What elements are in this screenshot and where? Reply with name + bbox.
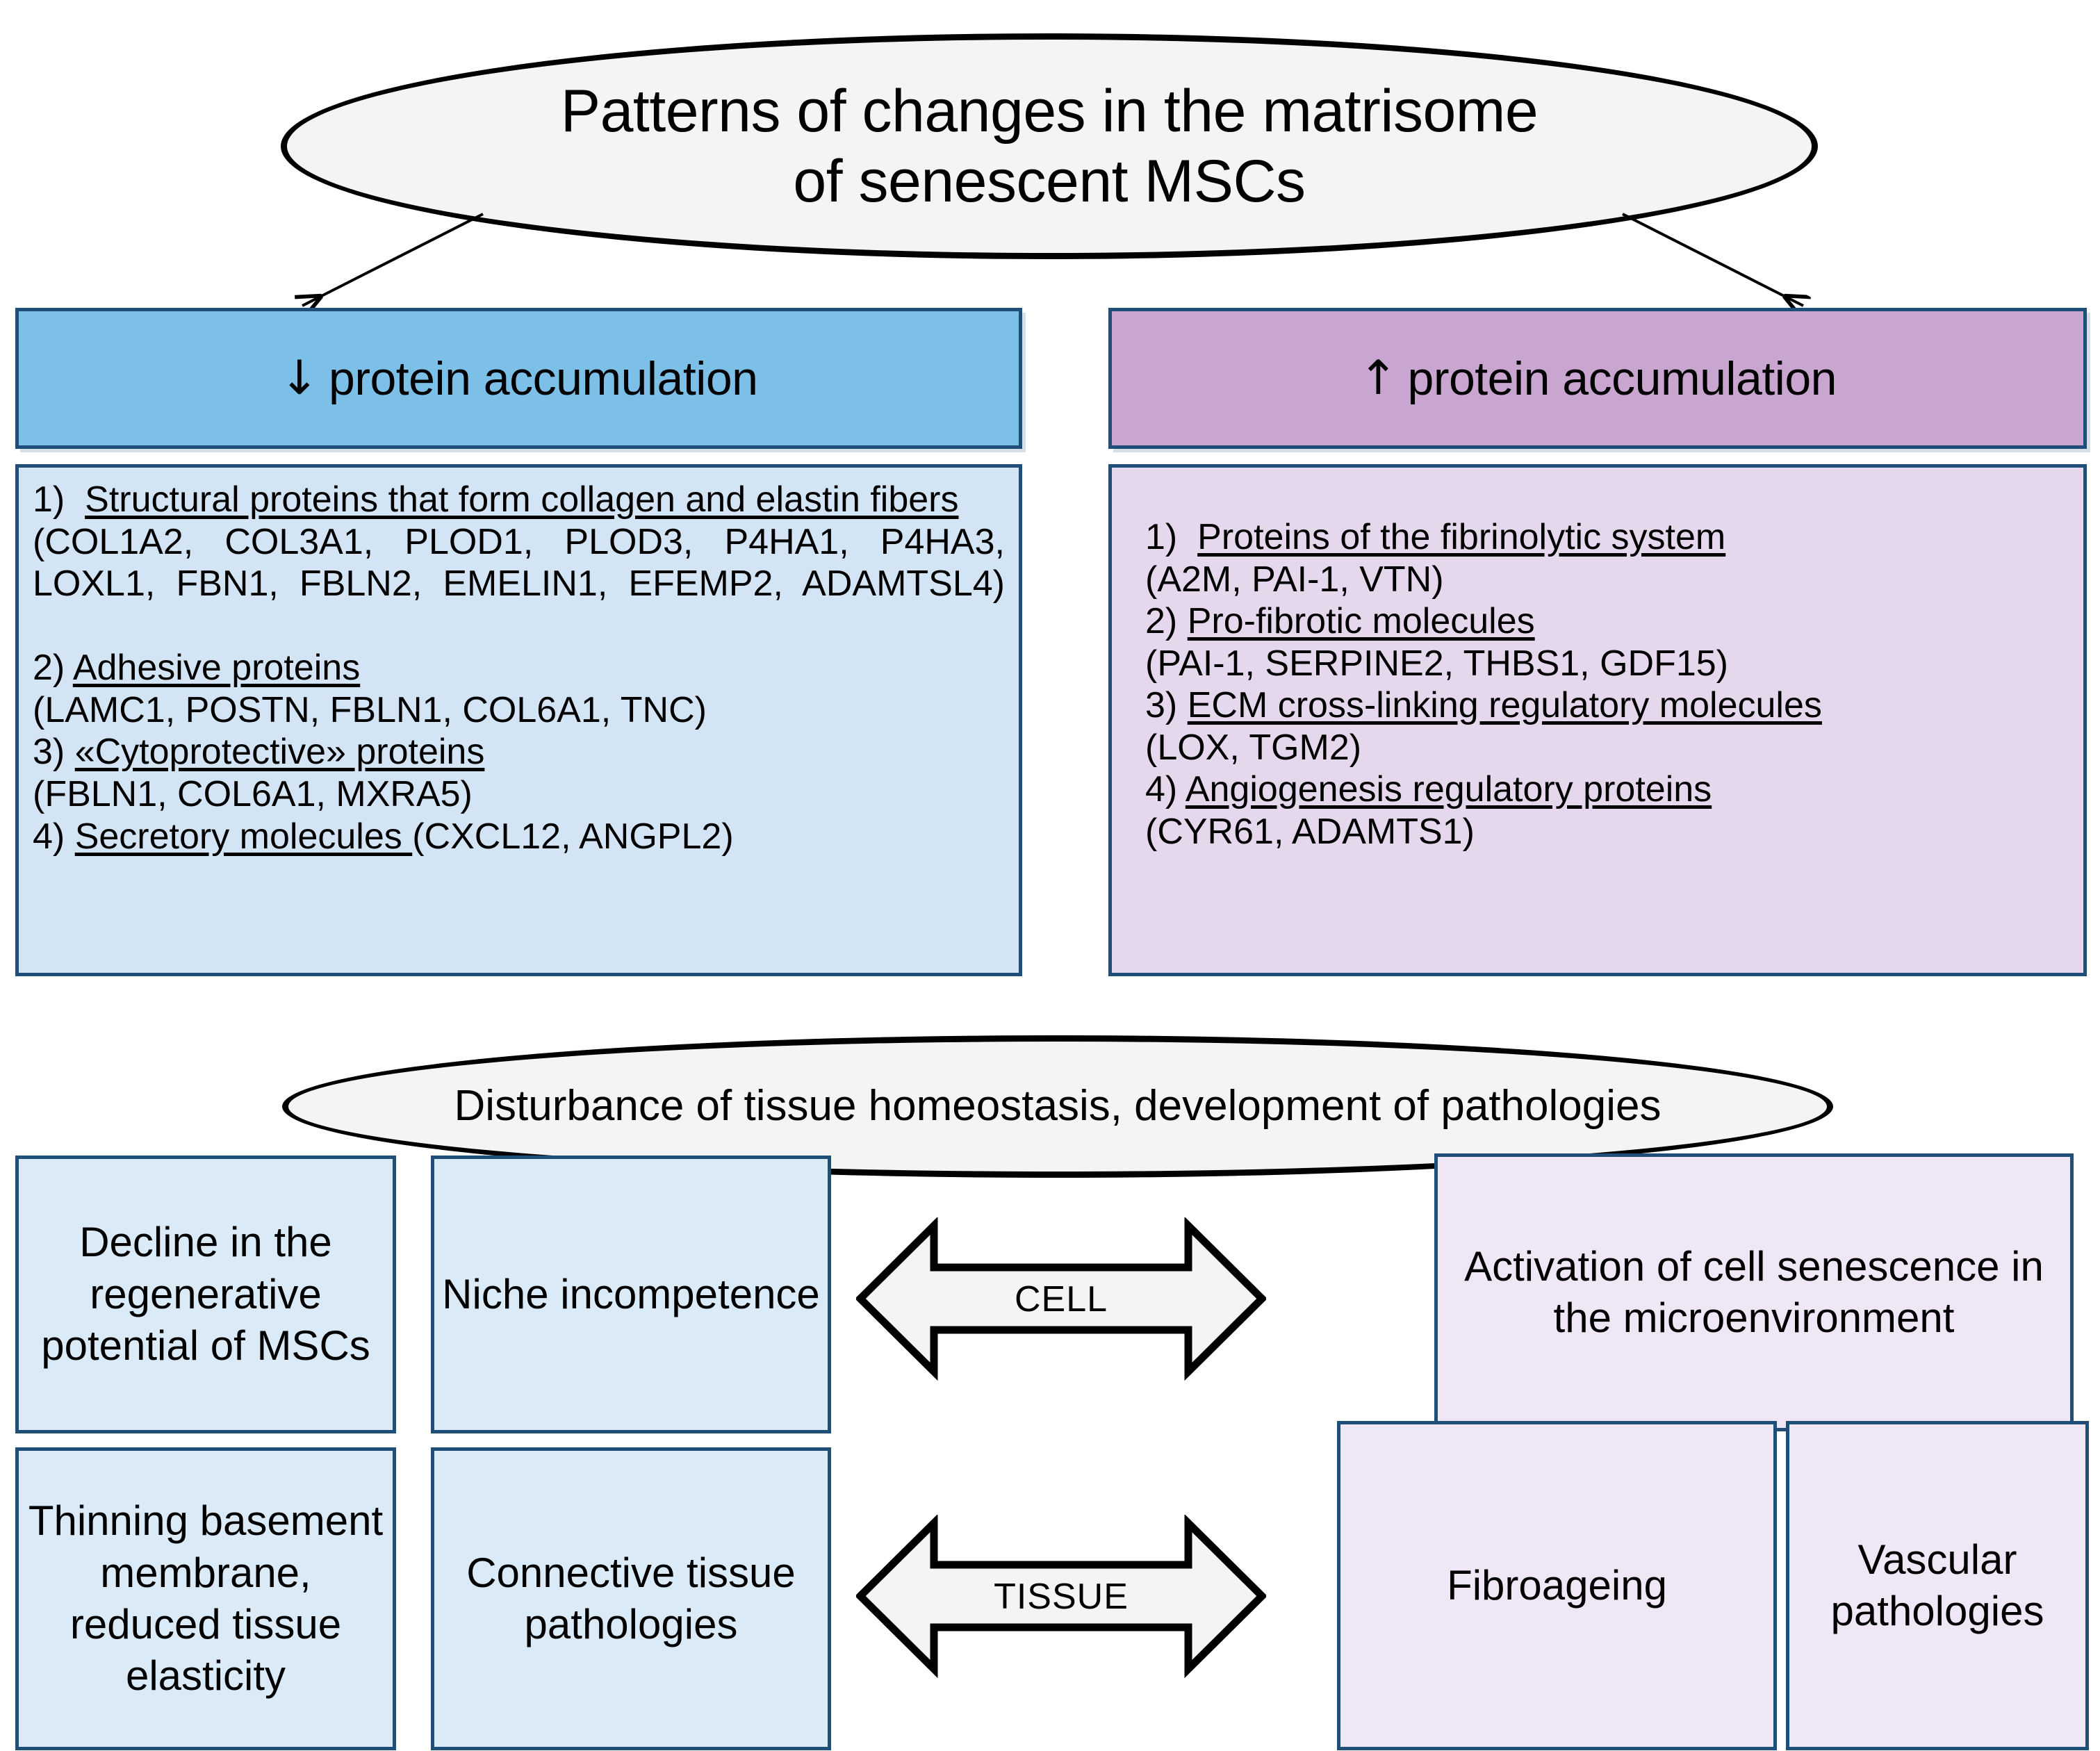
list-item-genes: (CYR61, ADAMTS1) [1145,812,1475,853]
outcome-box-connective: Connective tissue pathologies [431,1447,831,1750]
outcome-label: Thinning basement membrane, reduced tiss… [28,1497,384,1700]
double-arrow-tissue: TISSUE [855,1513,1268,1679]
homeostasis-ellipse: Disturbance of tissue homeostasis, devel… [282,1035,1833,1178]
outcome-label: Niche incompetence [442,1270,820,1317]
list-item-heading: ECM cross-linking regulatory molecules [1187,685,1822,726]
outcome-box-thinning: Thinning basement membrane, reduced tiss… [15,1447,396,1750]
list-item-heading: Pro-fibrotic molecules [1187,601,1535,642]
list-item-heading: «Cytoprotective» proteins [74,732,485,773]
right-column-header: ↑ protein accumulation [1108,308,2087,449]
right-protein-list: 1) Proteins of the fibrinolytic system (… [1108,464,2087,976]
list-item-heading: Secretory molecules [74,816,413,857]
title-ellipse: Patterns of changes in the matrisome of … [281,33,1818,259]
outcome-box-decline: Decline in the regenerative potential of… [15,1156,396,1433]
list-item: 4) Angiogenesis regulatory proteins [1145,768,2069,811]
homeostasis-text: Disturbance of tissue homeostasis, devel… [454,1082,1662,1131]
left-column-header: ↓ protein accumulation [15,308,1022,449]
outcome-box-activation: Activation of cell senescence in the mic… [1434,1153,2074,1431]
outcome-box-vascular: Vascular pathologies [1786,1421,2089,1750]
list-item-number: 3) [1145,685,1178,726]
list-item: 2) Pro-fibrotic molecules [1145,600,2069,643]
list-item-genes: (LAMC1, POSTN, FBLN1, COL6A1, TNC) [33,689,707,730]
outcome-box-niche: Niche incompetence [431,1156,831,1433]
list-item: 1) Structural proteins that form collage… [33,479,1005,521]
list-item-heading: Angiogenesis regulatory proteins [1185,769,1712,810]
list-item-genes: (A2M, PAI-1, VTN) [1145,559,1444,600]
arrow-down-icon: ↓ [279,350,320,406]
list-item: 3) «Cytoprotective» proteins [33,731,1005,773]
outcome-label: Fibroageing [1447,1561,1667,1609]
title-line-1: Patterns of changes in the matrisome [560,77,1539,145]
list-item-number: 2) [1145,601,1178,642]
left-protein-list: 1) Structural proteins that form collage… [15,464,1022,976]
list-item-heading: Proteins of the fibrinolytic system [1197,517,1726,557]
list-item: 2) Adhesive proteins [33,647,1005,689]
double-arrow-icon [855,1216,1268,1381]
title-text: Patterns of changes in the matrisome of … [561,76,1539,216]
left-header-label: protein accumulation [329,352,758,405]
list-item-number: 4) [33,816,65,857]
list-item-number: 1) [33,479,65,520]
list-item-number: 4) [1145,769,1178,810]
double-arrow-icon [855,1513,1268,1679]
list-item: 1) Proteins of the fibrinolytic system [1145,516,2069,559]
list-item: 4) Secretory molecules (CXCL12, ANGPL2) [33,816,1005,858]
list-item-heading: Adhesive proteins [72,648,361,689]
connector-arrow-left [278,213,484,320]
outcome-box-fibroageing: Fibroageing [1337,1421,1777,1750]
arrow-up-icon: ↑ [1359,350,1398,406]
double-arrow-cell: CELL [855,1216,1268,1381]
outcome-label: Decline in the regenerative potential of… [41,1219,370,1370]
list-item-genes: (PAI-1, SERPINE2, THBS1, GDF15) [1145,643,1728,684]
list-item-number: 1) [1145,517,1178,557]
outcome-label: Activation of cell senescence in the mic… [1464,1242,2044,1341]
list-item-number: 3) [33,732,65,773]
title-line-2: of senescent MSCs [793,147,1306,215]
outcome-label: Vascular pathologies [1830,1536,2044,1634]
connector-arrow-right [1622,213,1828,320]
outcome-label: Connective tissue pathologies [466,1549,796,1647]
list-item-genes: (LOX, TGM2) [1145,727,1362,768]
list-item: 3) ECM cross-linking regulatory molecule… [1145,684,2069,727]
list-item-genes: (FBLN1, COL6A1, MXRA5) [33,774,473,815]
list-item-genes: (CXCL12, ANGPL2) [412,816,734,857]
list-item-number: 2) [33,648,65,689]
list-item-genes: (COL1A2, COL3A1, PLOD1, PLOD3, P4HA1, P4… [33,521,1005,605]
list-item-heading: Structural proteins that form collagen a… [85,479,959,520]
right-header-label: protein accumulation [1407,352,1837,405]
